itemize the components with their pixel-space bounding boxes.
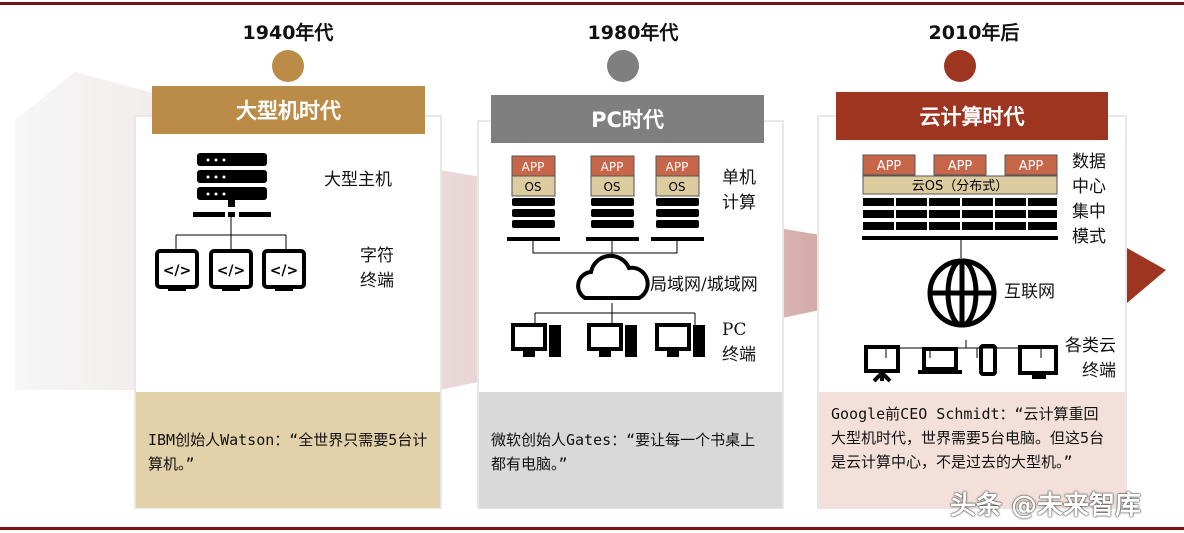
svg-text:OS: OS [603,180,620,194]
era-year: 1980年代 [587,22,679,44]
app-os-server-icon: APP OS [651,155,704,241]
svg-text:APP: APP [601,160,624,174]
timeline-dot [272,50,304,82]
label-mainframe: 大型主机 [324,170,392,190]
svg-text:APP: APP [877,159,902,174]
svg-text:</>: </> [163,263,192,279]
cloud-sync-icon [576,253,650,300]
quote-gates: 微软创始人Gates：“要让每一个书桌上都有电脑。” [479,392,782,508]
globe-icon [927,258,997,328]
bottom-rule [0,527,1184,530]
era-title: 大型机时代 [152,86,425,134]
svg-text:APP: APP [948,159,973,174]
mainframe-terminals-diagram: </> </> </> [155,153,306,291]
timeline-dot [944,50,976,82]
app-os-server-icon: APP OS [586,155,639,241]
era-title: 云计算时代 [836,92,1108,140]
svg-text:</>: </> [270,263,299,279]
era-title: PC时代 [491,95,764,143]
svg-text:OS: OS [524,180,541,194]
svg-text:OS: OS [668,180,685,194]
app-os-server-icon: APP OS [507,155,560,241]
quote-schmidt: Google前CEO Schmidt：“云计算重回大型机时代，世界需要5台电脑。… [819,392,1125,508]
mainframe-server-icon [193,153,271,217]
svg-text:</>: </> [217,263,246,279]
cloud-stack-icon: APP APP APP 云OS（分布式） [862,154,1058,195]
label-datacenter: 数据中心集中模式 [1072,152,1106,247]
timeline-dot [607,50,639,82]
pc-desktop-icon [511,323,705,357]
label-lan-man: 局域网/城域网 [650,275,758,295]
device-icons [864,344,1058,383]
server-rack-icon [862,198,1058,240]
label-cloud-terminals: 各类云终端 [1065,336,1116,381]
top-rule [0,2,1184,5]
era-year: 1940年代 [242,22,334,44]
quote-watson: IBM创始人Watson：“全世界只需要5台计算机。” [136,392,440,508]
label-internet: 互联网 [1004,282,1055,302]
terminal-code-icon: </> </> </> [155,249,306,291]
svg-text:云OS（分布式）: 云OS（分布式） [912,179,1009,194]
watermark: 头条 @未来智库 [950,491,1142,521]
pc-network-diagram: APP OS APP OS APP OS [507,155,705,357]
label-char-terminal: 字符终端 [360,246,394,291]
svg-text:APP: APP [666,160,689,174]
label-standalone: 单机计算 [722,168,756,213]
svg-text:APP: APP [522,160,545,174]
arrow-head-icon [1127,248,1166,303]
cloud-datacenter-diagram: APP APP APP 云OS（分布式） [862,154,1058,383]
svg-text:APP: APP [1019,159,1044,174]
label-pc-terminal: PC终端 [722,320,756,365]
era-year: 2010年后 [928,22,1020,44]
